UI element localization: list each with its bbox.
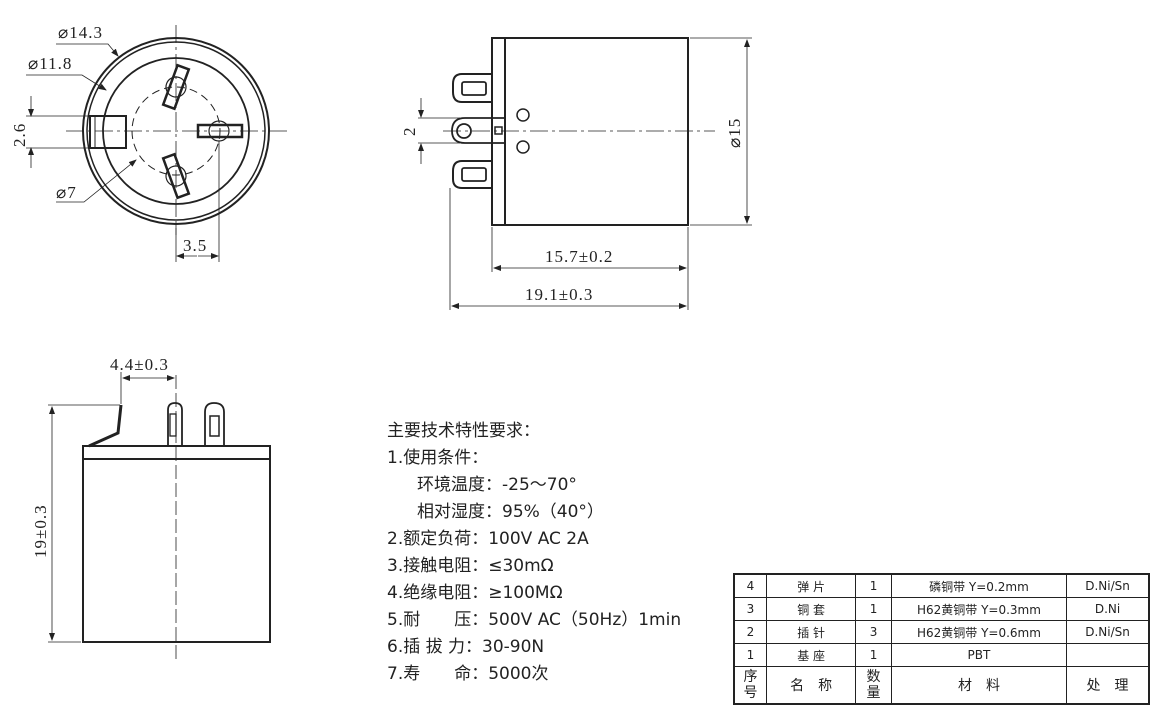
spec-item: 7.寿 命：5000次 [387, 664, 549, 684]
spec-item: 2.额定负荷：100V AC 2A [387, 529, 589, 549]
spec-item: 1.使用条件： [387, 448, 489, 468]
spec-item: 相对湿度：95%（40°） [417, 502, 604, 522]
cell-name: 基 座 [765, 643, 857, 667]
table-row: 4 弹 片 1 磷铜带 Y=0.2mm D.Ni/Sn [733, 573, 1150, 598]
dim-inner-diameter: ⌀11.8 [28, 54, 72, 73]
cell-material: H62黄铜带 Y=0.6mm [890, 620, 1068, 644]
table-header-row: 序号 名 称 数量 材 料 处 理 [733, 666, 1150, 705]
dim-body-length: 15.7±0.2 [545, 247, 613, 266]
cell-qty: 3 [855, 620, 892, 644]
bill-of-materials: 4 弹 片 1 磷铜带 Y=0.2mm D.Ni/Sn 3 铜 套 1 H62黄… [733, 573, 1150, 705]
dim-pin-offset: 3.5 [183, 236, 207, 255]
dim-outer-diameter: ⌀14.3 [58, 23, 103, 42]
cell-name: 铜 套 [765, 597, 857, 621]
cell-material: 磷铜带 Y=0.2mm [890, 573, 1068, 598]
dim-height: 19±0.3 [31, 504, 50, 558]
cell-finish: D.Ni/Sn [1066, 573, 1150, 598]
dim-pitch-circle: ⌀7 [56, 183, 77, 202]
table-row: 1 基 座 1 PBT [733, 643, 1150, 667]
front-view [48, 372, 271, 660]
header-no: 序号 [733, 666, 767, 705]
cell-material: H62黄铜带 Y=0.3mm [890, 597, 1068, 621]
table-row: 3 铜 套 1 H62黄铜带 Y=0.3mm D.Ni [733, 597, 1150, 621]
spec-item: 环境温度：-25～70° [417, 475, 577, 495]
cell-qty: 1 [855, 643, 892, 667]
cell-no: 3 [733, 597, 767, 621]
cell-qty: 1 [855, 573, 892, 598]
side-view [418, 37, 752, 310]
table-row: 2 插 针 3 H62黄铜带 Y=0.6mm D.Ni/Sn [733, 620, 1150, 644]
cell-finish [1066, 643, 1150, 667]
cell-no: 1 [733, 643, 767, 667]
cell-finish: D.Ni [1066, 597, 1150, 621]
technical-requirements: 主要技术特性要求： 1.使用条件： 环境温度：-25～70° 相对湿度：95%（… [387, 418, 681, 688]
header-material: 材 料 [890, 666, 1068, 705]
spec-item: 6.插 拔 力：30-90N [387, 637, 545, 657]
spec-item: 4.绝缘电阻：≥100MΩ [387, 583, 563, 603]
spec-title: 主要技术特性要求： [387, 421, 540, 441]
cell-no: 2 [733, 620, 767, 644]
cell-qty: 1 [855, 597, 892, 621]
cell-name: 插 针 [765, 620, 857, 644]
top-view [26, 25, 287, 262]
spec-item: 5.耐 压：500V AC（50Hz）1min [387, 610, 682, 630]
dim-slot-height: 2.6 [10, 123, 29, 147]
dim-pin-width: 2 [400, 127, 419, 137]
header-finish: 处 理 [1066, 666, 1150, 705]
header-name: 名 称 [765, 666, 857, 705]
cell-finish: D.Ni/Sn [1066, 620, 1150, 644]
dim-spring-offset: 4.4±0.3 [110, 355, 169, 374]
spec-item: 3.接触电阻：≤30mΩ [387, 556, 554, 576]
dim-total-length: 19.1±0.3 [525, 285, 593, 304]
dim-diameter: ⌀15 [725, 118, 744, 148]
cell-name: 弹 片 [765, 573, 857, 598]
header-qty: 数量 [855, 666, 892, 705]
cell-no: 4 [733, 573, 767, 598]
cell-material: PBT [890, 643, 1068, 667]
